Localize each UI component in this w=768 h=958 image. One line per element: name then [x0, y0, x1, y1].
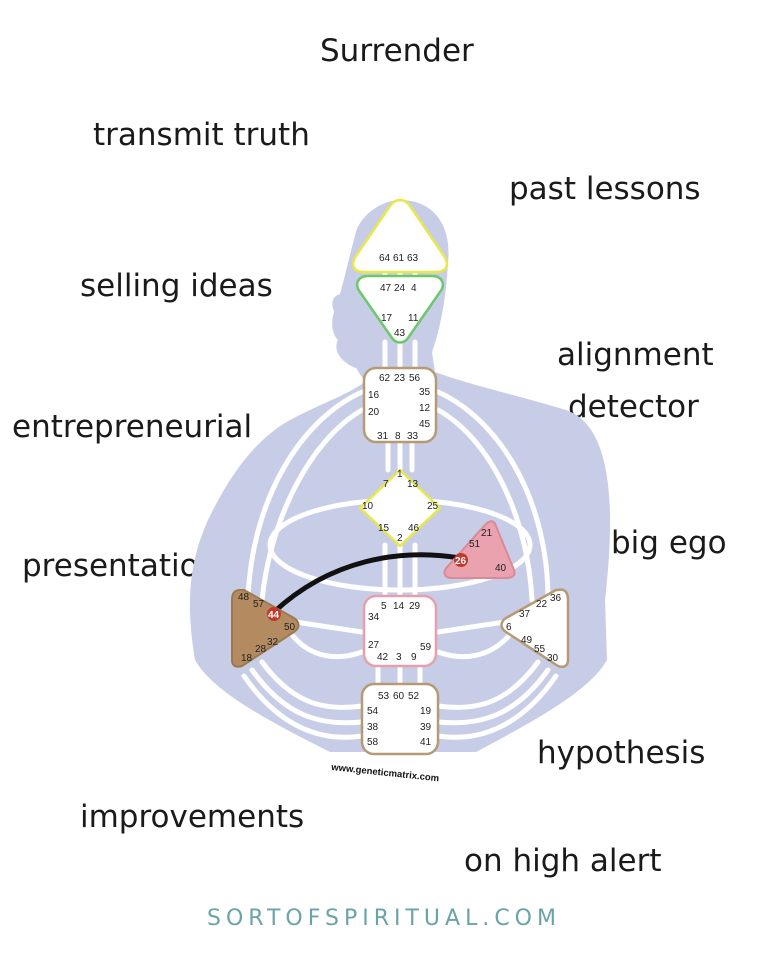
- gate-51: 51: [469, 539, 481, 550]
- gate-10: 10: [362, 501, 374, 512]
- label-surrender: Surrender: [320, 33, 474, 69]
- label-transmit-truth: transmit truth: [93, 117, 310, 153]
- gate-34: 34: [368, 612, 380, 623]
- gate-16: 16: [368, 390, 380, 401]
- gate-6: 6: [506, 622, 512, 633]
- gate-59: 59: [420, 642, 432, 653]
- gate-32: 32: [267, 637, 279, 648]
- head-gates: 64 61 63: [379, 253, 419, 264]
- gate-5: 5: [381, 601, 387, 612]
- gate-49: 49: [521, 635, 533, 646]
- gate-33: 33: [407, 431, 419, 442]
- gate-21: 21: [481, 528, 493, 539]
- gate-30: 30: [547, 653, 559, 664]
- gate-22: 22: [536, 599, 548, 610]
- solar-plexus-gates: 22 36 37 6 49 55 30: [506, 593, 562, 664]
- gate-48: 48: [238, 592, 250, 603]
- label-entrepreneurial: entrepreneurial: [12, 409, 253, 445]
- gate-44: 44: [268, 610, 280, 621]
- label-detector: detector: [568, 389, 699, 425]
- gate-23: 23: [394, 373, 406, 384]
- g-gates: 1 7 13 10 25 15 46 2: [362, 469, 439, 544]
- gate-45: 45: [419, 419, 431, 430]
- gate-42: 42: [377, 652, 389, 663]
- gate-28: 28: [255, 644, 267, 655]
- label-alignment: alignment: [557, 337, 714, 373]
- gate-1: 1: [397, 469, 403, 480]
- gate-12: 12: [419, 403, 431, 414]
- gate-58: 58: [367, 737, 379, 748]
- gate-36: 36: [550, 593, 562, 604]
- gate-64: 64: [379, 253, 391, 264]
- ajna-gates: 47 24 4 17 11 43: [380, 283, 419, 339]
- label-selling-ideas: selling ideas: [80, 268, 273, 304]
- gate-56: 56: [409, 373, 421, 384]
- gate-24: 24: [394, 283, 406, 294]
- spleen-center: [231, 589, 300, 668]
- gate-18: 18: [241, 653, 253, 664]
- gate-15: 15: [378, 523, 390, 534]
- gate-50: 50: [284, 622, 296, 633]
- gate-26: 26: [455, 556, 467, 567]
- gate-17: 17: [381, 313, 393, 324]
- label-hypothesis: hypothesis: [537, 735, 706, 771]
- g-center: [358, 468, 442, 548]
- gate-29: 29: [409, 601, 421, 612]
- gate-43: 43: [394, 328, 406, 339]
- ajna-center: [356, 274, 444, 344]
- gate-61: 61: [393, 253, 405, 264]
- gate-52: 52: [408, 691, 420, 702]
- active-channel-44-26: [272, 552, 461, 614]
- footer-site-name: SORTOFSPIRITUAL.COM: [207, 906, 561, 931]
- gate-20: 20: [368, 407, 380, 418]
- gate-27: 27: [368, 640, 380, 651]
- gate-53: 53: [378, 691, 390, 702]
- gate-57: 57: [253, 599, 265, 610]
- gate-19: 19: [420, 706, 432, 717]
- sacral-center: [362, 594, 438, 668]
- gate-11: 11: [408, 313, 419, 324]
- gate-47: 47: [380, 283, 392, 294]
- gate-31: 31: [377, 431, 389, 442]
- sacral-gates: 5 14 29 34 27 59 42 3 9: [368, 601, 432, 663]
- gate-63: 63: [407, 253, 419, 264]
- gate-2: 2: [397, 533, 403, 544]
- label-presentation: presentation: [22, 548, 219, 584]
- gate-60: 60: [393, 691, 405, 702]
- gate-41: 41: [420, 737, 432, 748]
- gate-44-marker: [267, 607, 281, 621]
- gate-37: 37: [519, 609, 531, 620]
- gate-62: 62: [379, 373, 391, 384]
- head-center: [352, 198, 448, 274]
- root-center: [360, 682, 440, 756]
- gate-8: 8: [395, 431, 401, 442]
- gate-4: 4: [411, 283, 417, 294]
- gate-26-marker: [454, 553, 468, 567]
- gate-35: 35: [419, 387, 431, 398]
- spleen-gates: 48 57 44 50 32 28 18: [238, 592, 296, 664]
- gate-25: 25: [427, 501, 439, 512]
- root-gates: 53 60 52 54 19 38 39 58 41: [367, 691, 432, 748]
- gate-46: 46: [408, 523, 420, 534]
- label-improvements: improvements: [80, 799, 305, 835]
- throat-gates: 62 23 56 16 35 20 12 45 31 8 33: [368, 373, 431, 442]
- label-on-high-alert: on high alert: [464, 843, 662, 879]
- label-big-ego: big ego: [611, 525, 727, 561]
- gate-3: 3: [396, 652, 402, 663]
- throat-center: [362, 366, 438, 444]
- gate-38: 38: [367, 722, 379, 733]
- gate-40: 40: [495, 563, 507, 574]
- heart-gates: 21 51 26 40: [454, 528, 507, 574]
- gate-14: 14: [393, 601, 405, 612]
- gate-13: 13: [407, 479, 419, 490]
- gate-55: 55: [534, 644, 546, 655]
- gate-54: 54: [367, 706, 379, 717]
- label-past-lessons: past lessons: [509, 171, 701, 207]
- gate-7: 7: [383, 479, 389, 490]
- gate-9: 9: [411, 652, 417, 663]
- solar-plexus-center: [500, 588, 570, 668]
- watermark-url: www.geneticmatrix.com: [330, 762, 440, 784]
- gate-39: 39: [420, 722, 432, 733]
